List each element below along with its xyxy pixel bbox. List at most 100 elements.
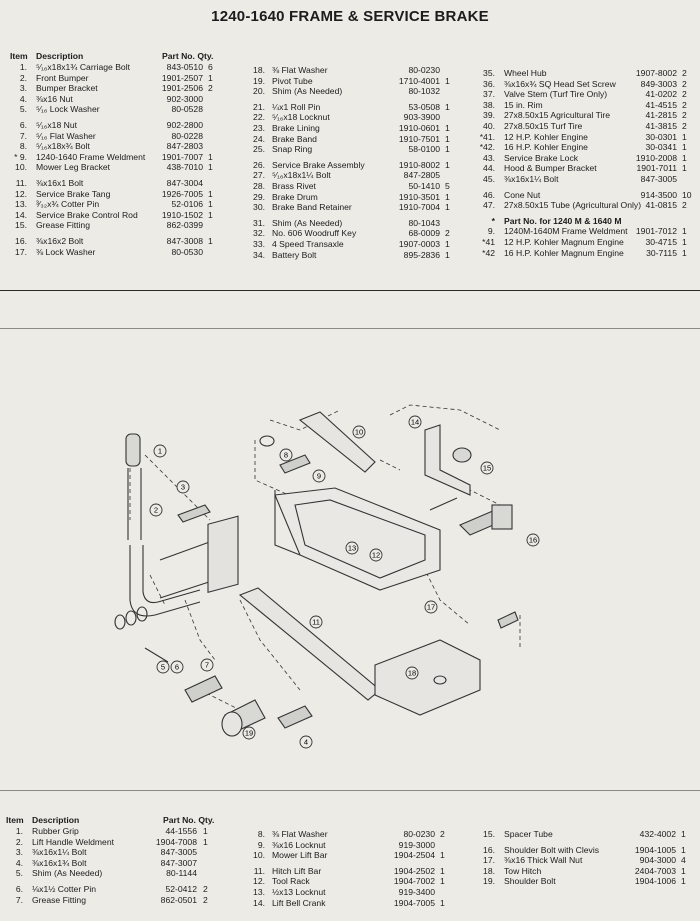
item-part-number: 30-7115 bbox=[646, 247, 677, 258]
item-quantity: 1 bbox=[445, 75, 450, 86]
callout-circle bbox=[153, 444, 167, 458]
item-number: 46. bbox=[483, 189, 495, 200]
item-quantity: 1 bbox=[682, 226, 687, 237]
item-description: Service Brake Tang bbox=[36, 188, 111, 199]
item-description: Part No. for 1240 M & 1640 M bbox=[504, 215, 622, 226]
item-part-number: 53-0508 bbox=[408, 101, 440, 112]
item-description: Lift Handle Weldment bbox=[32, 836, 115, 847]
callout-number: 14 bbox=[411, 418, 419, 427]
item-description: Brake Band bbox=[272, 133, 317, 144]
item-number: 15. bbox=[15, 220, 27, 231]
item-number: 45. bbox=[483, 173, 495, 184]
item-quantity: 1 bbox=[440, 876, 445, 887]
item-description: 27x8.50x15 Tube (Agricultural Only) bbox=[504, 200, 642, 211]
item-number: 36. bbox=[483, 78, 495, 89]
parts-row: *Part No. for 1240 M & 1640 M bbox=[468, 216, 700, 227]
item-description: Spacer Tube bbox=[504, 829, 553, 839]
item-quantity: 1 bbox=[682, 131, 687, 142]
callout-circle bbox=[176, 480, 190, 494]
item-part-number: 80-1043 bbox=[408, 217, 440, 228]
item-number: 8. bbox=[19, 141, 27, 152]
callout-circle bbox=[279, 448, 293, 462]
callout-circle bbox=[352, 425, 366, 439]
item-number: 28. bbox=[253, 180, 265, 191]
item-description: ⅜ Flat Washer bbox=[272, 65, 328, 75]
item-description: ⅜ Flat Washer bbox=[272, 829, 328, 839]
item-description: Battery Bolt bbox=[272, 249, 317, 260]
callout-number: 10 bbox=[355, 428, 363, 437]
callout-number: 12 bbox=[372, 551, 380, 560]
item-description: Shoulder Bolt bbox=[504, 876, 556, 887]
item-part-number: 80-0530 bbox=[171, 246, 203, 257]
item-number: 24. bbox=[253, 133, 265, 144]
parts-row: 47.27x8.50x15 Tube (Agricultural Only)41… bbox=[468, 200, 700, 211]
item-description: Service Brake Assembly bbox=[272, 159, 365, 170]
item-number: 39. bbox=[483, 110, 495, 121]
item-part-number: 1910-7004 bbox=[398, 202, 440, 213]
item-number: 5. bbox=[15, 868, 23, 879]
top-divider bbox=[0, 290, 700, 291]
item-number: 18. bbox=[483, 865, 495, 876]
item-number: 6. bbox=[15, 883, 23, 894]
item-description: Snap Ring bbox=[272, 144, 313, 155]
item-number: 31. bbox=[253, 217, 265, 228]
item-quantity: 2 bbox=[203, 894, 208, 905]
part-qty-header: Part No. Qty. bbox=[162, 51, 214, 61]
item-part-number: 1901-7007 bbox=[161, 151, 203, 162]
item-part-number: 914-3500 bbox=[640, 189, 677, 200]
item-number: 14. bbox=[15, 209, 27, 220]
item-number: 17. bbox=[483, 855, 495, 866]
item-number: 1. bbox=[15, 826, 23, 836]
item-description: 16 H.P. Kohler Engine bbox=[504, 142, 588, 153]
item-part-number: 847-3004 bbox=[166, 177, 203, 188]
item-number: 9. bbox=[257, 839, 265, 850]
item-quantity: 1 bbox=[203, 826, 208, 836]
item-number: 2. bbox=[15, 836, 23, 847]
item-header: Item bbox=[10, 51, 28, 61]
item-quantity: 2 bbox=[682, 78, 687, 89]
item-quantity: 2 bbox=[682, 89, 687, 100]
bottom-part-qty-header: Part No. Qty. bbox=[163, 815, 215, 825]
item-number: 19. bbox=[253, 75, 265, 86]
callout-number: 6 bbox=[175, 663, 179, 672]
item-description: Shim (As Needed) bbox=[272, 217, 343, 228]
item-quantity: 5 bbox=[445, 180, 450, 191]
item-quantity: 1 bbox=[681, 829, 686, 839]
item-part-number: 1910-7501 bbox=[398, 133, 440, 144]
item-description: ⁵⁄₁₆x18 Nut bbox=[36, 119, 77, 130]
item-description: Tow Hitch bbox=[504, 865, 542, 876]
item-number: 25. bbox=[253, 144, 265, 155]
item-part-number: 432-4002 bbox=[639, 829, 676, 839]
item-number: * 9. bbox=[14, 151, 27, 162]
item-number: *41. bbox=[479, 131, 495, 142]
item-number: *41 bbox=[482, 236, 495, 247]
item-part-number: 847-2805 bbox=[403, 170, 440, 181]
item-number: 16. bbox=[15, 235, 27, 246]
callout-number: 17 bbox=[427, 603, 435, 612]
item-part-number: 68-0009 bbox=[408, 228, 440, 239]
item-part-number: 1904-2504 bbox=[393, 850, 435, 861]
item-description: Lift Bell Crank bbox=[272, 897, 326, 908]
item-quantity: 1 bbox=[440, 897, 445, 908]
item-part-number: 903-3900 bbox=[403, 112, 440, 123]
item-number: 34. bbox=[253, 249, 265, 260]
item-quantity: 1 bbox=[445, 238, 450, 249]
item-description: 16 H.P. Kohler Magnum Engine bbox=[504, 247, 624, 258]
callout-number: 2 bbox=[154, 506, 158, 515]
item-number: 35. bbox=[483, 68, 495, 78]
item-quantity: 1 bbox=[208, 162, 213, 173]
bottom-description-header: Description bbox=[32, 815, 80, 825]
